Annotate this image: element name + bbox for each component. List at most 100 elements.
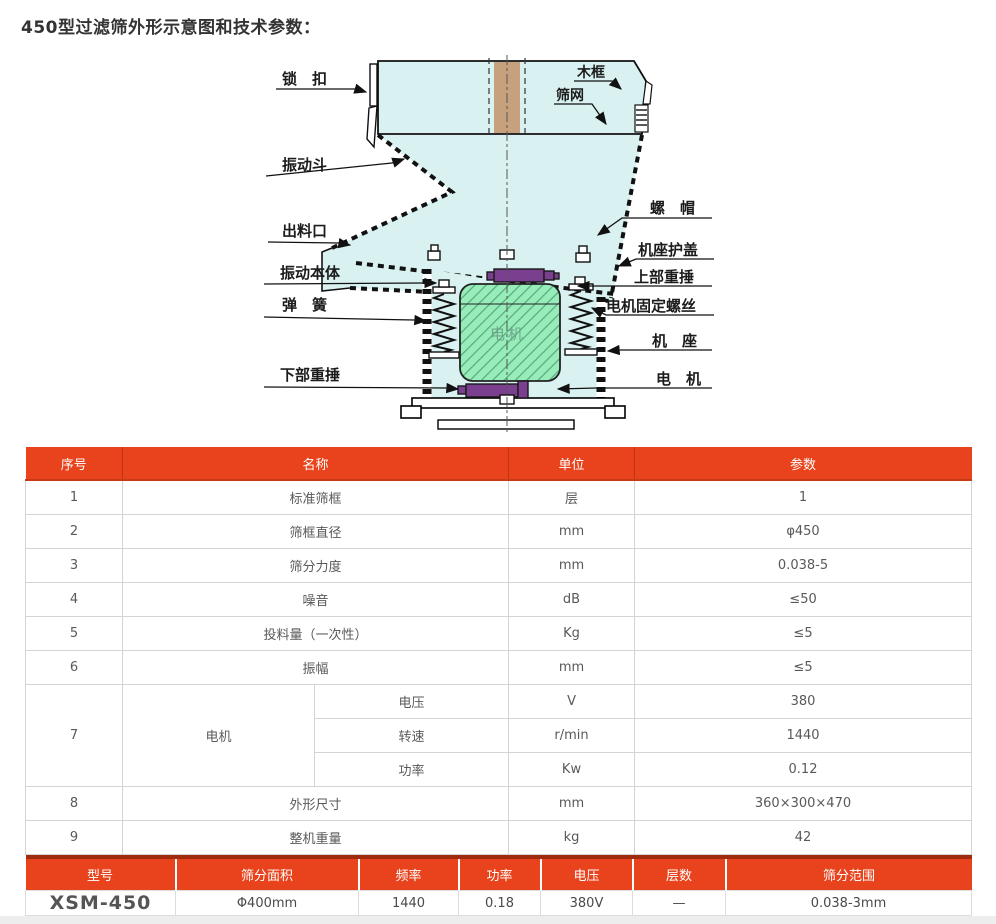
cell-screen-area: Φ400mm xyxy=(175,890,359,916)
cell-frequency: 1440 xyxy=(358,890,459,916)
cell-no: 3 xyxy=(25,548,123,583)
label-spring: 弹 簧 xyxy=(282,296,327,314)
cell-no: 1 xyxy=(25,479,123,515)
left-foot xyxy=(400,405,422,419)
model-table: 型号 筛分面积 频率 功率 电压 层数 筛分范围 XSM-450 Φ400mm … xyxy=(25,855,972,916)
base-pedestal xyxy=(437,419,575,430)
cell-unit: Kg xyxy=(508,616,636,651)
cell-sub-param: 功率 xyxy=(313,752,510,787)
col-header-layers: 层数 xyxy=(631,857,726,891)
label-machine-base: 机 座 xyxy=(652,332,697,350)
table-row: 2 筛框直径 mm φ450 xyxy=(25,514,973,549)
leader-lines xyxy=(263,77,714,394)
cell-name: 外形尺寸 xyxy=(121,786,510,821)
cell-value: 42 xyxy=(634,820,973,855)
label-vibration-body: 振动本体 xyxy=(280,264,341,282)
cell-voltage: 380V xyxy=(540,890,633,916)
cell-model: XSM-450 xyxy=(25,890,176,916)
cell-value: ≤5 xyxy=(634,616,973,651)
label-motor-fixing-screw: 电机固定螺丝 xyxy=(606,297,696,315)
cell-value: 360×300×470 xyxy=(634,786,973,821)
right-spring xyxy=(564,276,598,356)
label-nut: 螺 帽 xyxy=(650,199,695,217)
motor-body-label: 电机 xyxy=(490,325,526,343)
cell-unit: Kw xyxy=(508,752,636,787)
label-screen-mesh: 筛网 xyxy=(556,87,584,104)
col-header-unit: 单位 xyxy=(508,447,636,481)
label-upper-weight: 上部重捶 xyxy=(634,268,694,286)
cell-value: ≤5 xyxy=(634,650,973,685)
discharge-spout xyxy=(321,247,351,292)
cell-layers: — xyxy=(632,890,726,916)
cell-no: 2 xyxy=(25,514,123,549)
cell-name: 筛框直径 xyxy=(121,514,510,549)
spec-header-row: 序号 名称 单位 参数 xyxy=(25,447,973,481)
upper-weight xyxy=(486,268,560,283)
table-row-motor: 7 电机 电压 V 380 xyxy=(25,684,973,787)
lower-weight xyxy=(457,380,529,399)
cell-value: 380 xyxy=(634,684,973,719)
schematic-diagram: 电机 xyxy=(0,43,996,443)
cell-unit: 层 xyxy=(508,479,636,515)
table-row: 3 筛分力度 mm 0.038-5 xyxy=(25,548,973,583)
col-header-screen-range: 筛分范围 xyxy=(724,857,972,891)
col-header-no: 序号 xyxy=(25,447,123,481)
cell-unit: mm xyxy=(508,514,636,549)
cell-name: 投料量（一次性） xyxy=(121,616,510,651)
table-row-motor: 功率 Kw 0.12 xyxy=(26,752,973,787)
label-wooden-frame: 木框 xyxy=(576,64,605,81)
table-row: 6 振幅 mm ≤5 xyxy=(25,650,973,685)
sieve-box xyxy=(366,58,653,149)
model-data-row: XSM-450 Φ400mm 1440 0.18 380V — 0.038-3m… xyxy=(25,890,972,916)
lock-clamp xyxy=(366,63,378,149)
diagram-labels: 锁 扣 振动斗 出料口 振动本体 弹 簧 下部重捶 木框 筛网 螺 帽 机座护盖… xyxy=(280,64,701,388)
cell-sub-param: 转速 xyxy=(313,718,510,753)
cell-unit: V xyxy=(508,684,636,719)
page-title: 450型过滤筛外形示意图和技术参数： xyxy=(21,18,321,38)
col-header-voltage: 电压 xyxy=(539,857,633,891)
table-row: 4 噪音 dB ≤50 xyxy=(25,582,973,617)
label-lock: 锁 扣 xyxy=(282,70,327,88)
col-header-screen-area: 筛分面积 xyxy=(174,857,359,891)
cell-value: 1440 xyxy=(634,718,973,753)
cell-no: 4 xyxy=(25,582,123,617)
cell-name: 标准筛框 xyxy=(121,479,510,515)
label-discharge-port: 出料口 xyxy=(282,222,327,240)
model-header-row: 型号 筛分面积 频率 功率 电压 层数 筛分范围 xyxy=(25,857,972,891)
cell-sub-param: 电压 xyxy=(313,684,510,719)
cell-screen-range: 0.038-3mm xyxy=(725,890,972,916)
label-lower-weight: 下部重捶 xyxy=(280,366,340,384)
cell-no: 8 xyxy=(25,786,123,821)
bottom-divider xyxy=(0,916,996,924)
col-header-value: 参数 xyxy=(634,447,973,481)
cell-name: 噪音 xyxy=(121,582,510,617)
label-base-cover: 机座护盖 xyxy=(638,241,698,259)
cell-no: 9 xyxy=(25,820,123,855)
table-row: 8 外形尺寸 mm 360×300×470 xyxy=(25,786,973,821)
col-header-model: 型号 xyxy=(25,857,176,891)
motor-block: 电机 xyxy=(459,283,561,382)
cell-value: 0.038-5 xyxy=(634,548,973,583)
cell-unit: mm xyxy=(508,650,636,685)
vibration-hopper-shape xyxy=(321,133,644,303)
col-header-power: 功率 xyxy=(457,857,541,891)
col-header-frequency: 频率 xyxy=(357,857,459,891)
left-spring xyxy=(428,279,460,359)
cell-unit: kg xyxy=(508,820,636,855)
label-motor: 电 机 xyxy=(656,370,701,388)
cell-unit: mm xyxy=(508,786,636,821)
cell-value: 1 xyxy=(634,479,973,515)
cell-name: 筛分力度 xyxy=(121,548,510,583)
cell-no: 6 xyxy=(25,650,123,685)
table-row: 9 整机重量 kg 42 xyxy=(25,820,973,855)
spec-table: 序号 名称 单位 参数 1 标准筛框 层 1 2 筛框直径 mm φ450 3 … xyxy=(25,447,973,855)
cell-value: ≤50 xyxy=(634,582,973,617)
cell-motor-name: 电机 xyxy=(122,684,315,787)
cell-no: 5 xyxy=(25,616,123,651)
cell-value: φ450 xyxy=(634,514,973,549)
col-header-name: 名称 xyxy=(122,447,510,481)
label-vibration-hopper: 振动斗 xyxy=(282,156,327,174)
cell-unit: mm xyxy=(508,548,636,583)
cell-name: 振幅 xyxy=(121,650,510,685)
sieve-machine-drawing: 电机 xyxy=(263,55,714,433)
